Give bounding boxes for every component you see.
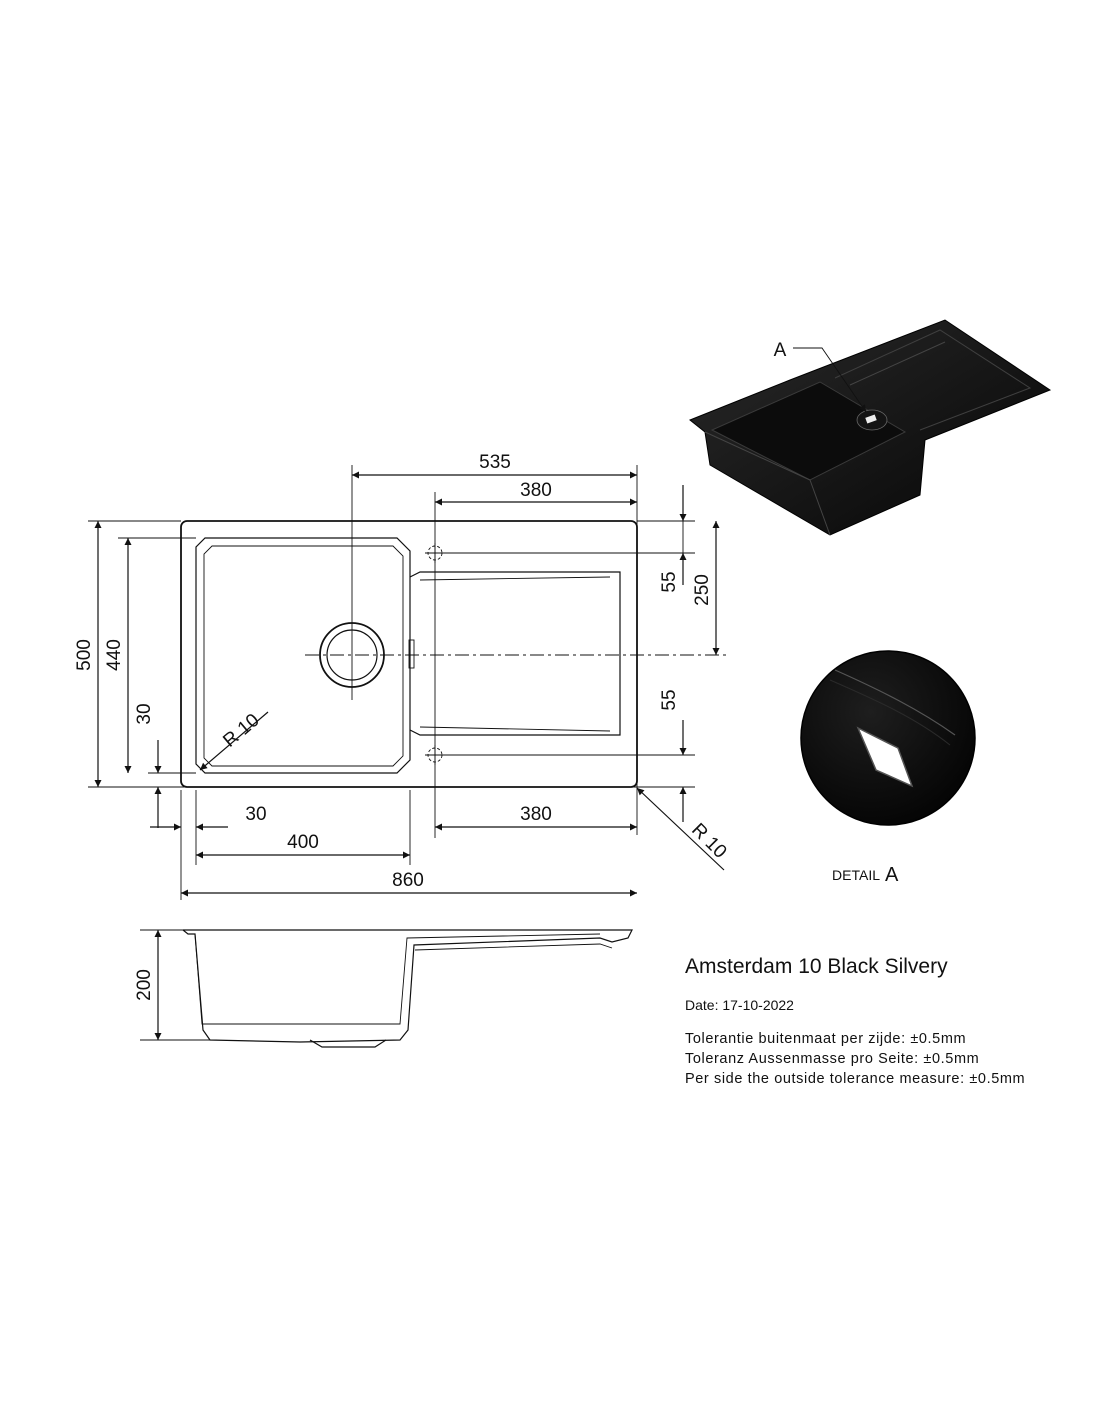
detail-slot bbox=[856, 726, 914, 788]
drainer-outline bbox=[409, 571, 621, 736]
dim-250: 250 bbox=[692, 574, 713, 606]
bowl-inner-outline bbox=[203, 545, 404, 767]
dim-380-top: 380 bbox=[520, 480, 552, 501]
bowl-outline bbox=[195, 537, 411, 774]
sink-3d-view: A bbox=[689, 319, 1052, 536]
dimension-labels: 535 380 55 250 55 500 440 30 R 10 30 400… bbox=[74, 452, 731, 891]
side-view: 200 bbox=[134, 929, 633, 1048]
dim-30-bottom: 30 bbox=[245, 804, 266, 825]
callout-a: A bbox=[774, 340, 787, 361]
product-title: Amsterdam 10 Black Silvery bbox=[685, 955, 948, 978]
drawing-date: Date: 17-10-2022 bbox=[685, 997, 794, 1013]
tolerance-de: Toleranz Aussenmasse pro Seite: ±0.5mm bbox=[685, 1051, 980, 1067]
dim-r10-inner: R 10 bbox=[219, 710, 263, 752]
dim-380-bottom: 380 bbox=[520, 804, 552, 825]
detail-a-view bbox=[800, 650, 976, 826]
tolerance-nl: Tolerantie buitenmaat per zijde: ±0.5mm bbox=[685, 1031, 967, 1047]
dim-55-bottom: 55 bbox=[659, 689, 680, 710]
product-info-block: Amsterdam 10 Black Silvery Date: 17-10-2… bbox=[685, 955, 1025, 1089]
dimension-lines bbox=[88, 465, 725, 900]
dim-55-top: 55 bbox=[659, 571, 680, 592]
dim-400: 400 bbox=[287, 832, 319, 853]
dim-500: 500 bbox=[74, 639, 95, 671]
dim-30-left: 30 bbox=[134, 703, 155, 724]
dim-200: 200 bbox=[134, 969, 155, 1001]
dim-535: 535 bbox=[479, 452, 511, 473]
dim-860: 860 bbox=[392, 870, 424, 891]
dim-440: 440 bbox=[104, 639, 125, 671]
plan-view bbox=[180, 465, 728, 788]
detail-label-letter: A bbox=[885, 864, 899, 886]
overflow-slot bbox=[408, 639, 415, 669]
tolerance-en: Per side the outside tolerance measure: … bbox=[685, 1071, 1026, 1087]
detail-label-prefix: DETAIL bbox=[832, 867, 880, 883]
